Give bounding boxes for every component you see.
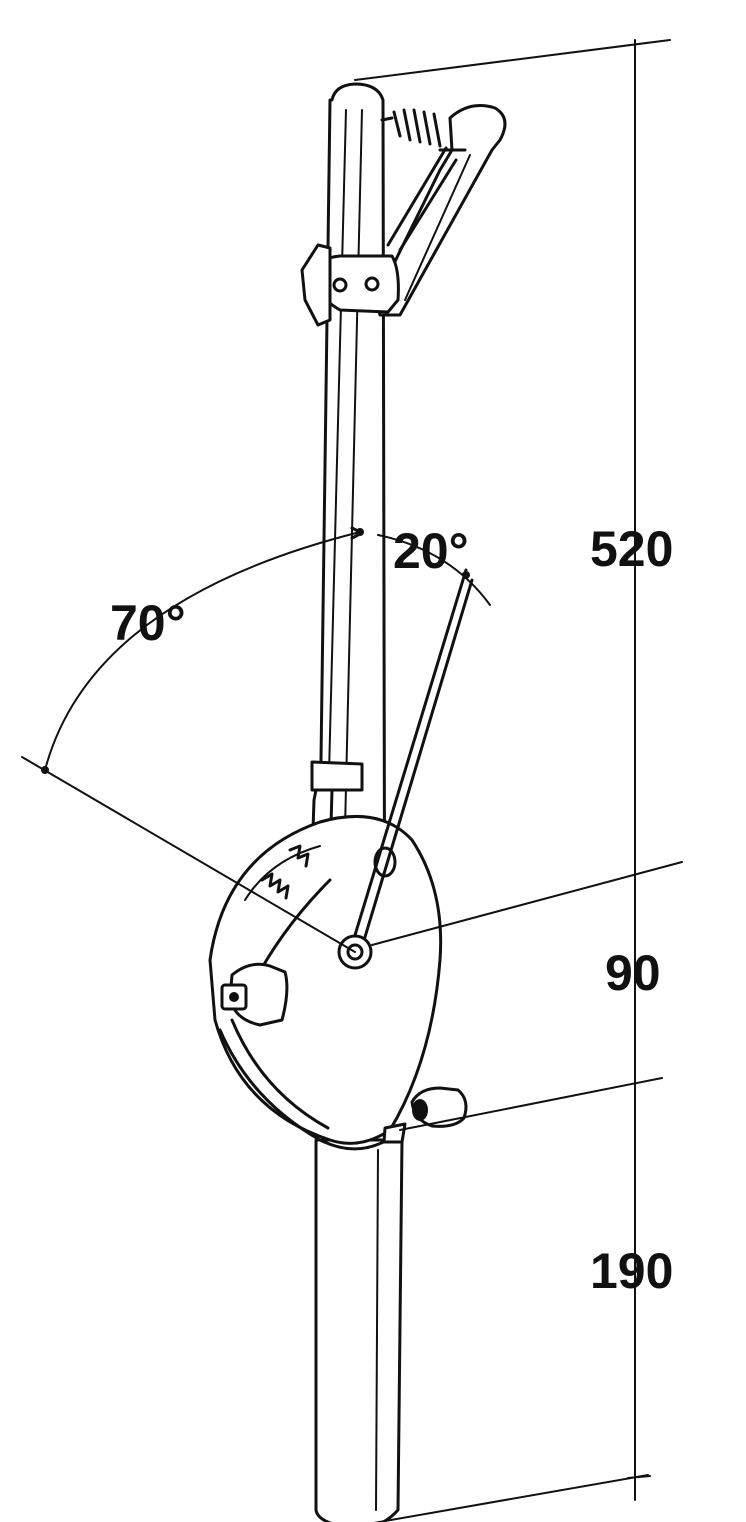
label-520: 520 [590, 521, 673, 577]
arc-70 [44, 531, 361, 771]
lower-post [314, 1138, 404, 1522]
dim-bottom-ext [373, 1474, 649, 1522]
pivot-bolt [337, 934, 373, 970]
handle-assembly [300, 104, 507, 327]
dim-lower-ext [399, 1077, 663, 1131]
arc-20 [377, 534, 491, 606]
label-angle-70: 70° [110, 595, 186, 651]
label-190: 190 [590, 1243, 673, 1299]
dimension-lines [354, 39, 683, 1522]
label-90: 90 [605, 945, 661, 1001]
rear-angle-line [21, 756, 356, 953]
dim-top-ext [354, 39, 671, 81]
adjuster-knob [220, 962, 289, 1027]
angle-construction [21, 526, 491, 953]
dim-pivot-ext [371, 861, 683, 946]
front-lever [350, 568, 474, 949]
label-angle-20: 20° [393, 523, 469, 579]
sector-disc [208, 815, 443, 1151]
